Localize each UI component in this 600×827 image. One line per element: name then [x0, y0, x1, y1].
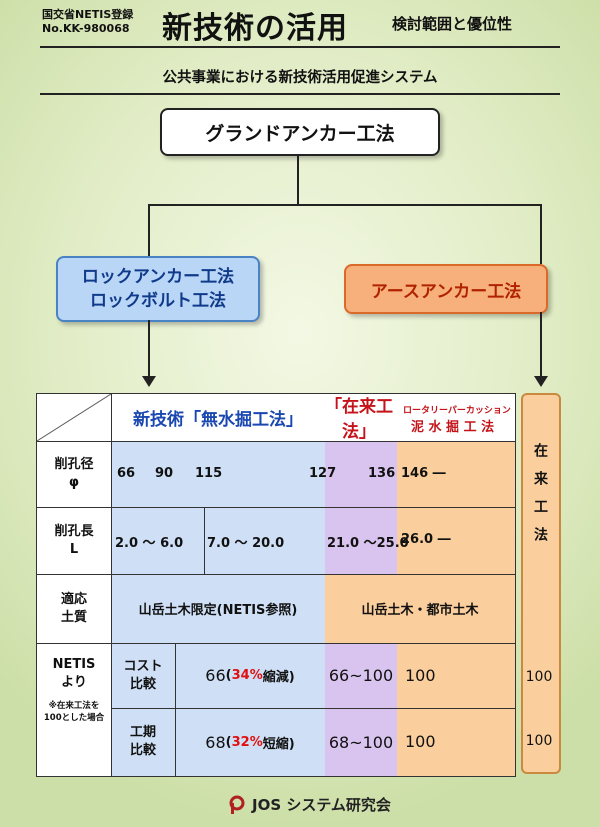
- footer-logo: JOS システム研究会: [228, 794, 391, 815]
- arrow-down-icon: [142, 376, 156, 387]
- grid-line: [204, 507, 205, 574]
- row-label-diameter-symbol: φ: [68, 475, 80, 490]
- length-range-2: 7.0 ～ 20.0: [207, 536, 285, 551]
- diameter-115: 115: [195, 466, 223, 481]
- connector-right: [540, 204, 542, 264]
- root-method-label: グランドアンカー工法: [205, 122, 395, 145]
- header-new-method: 新技術「無水掘工法」: [133, 409, 303, 430]
- earth-method-label: アースアンカー工法: [370, 281, 522, 302]
- page-title: 新技術の活用: [162, 11, 348, 46]
- cost-label-line2: 比較: [129, 676, 156, 692]
- header-rule: [40, 46, 560, 48]
- connector-root: [297, 156, 299, 205]
- period-pct: 32%: [231, 734, 263, 750]
- side-cost-value: 100: [525, 669, 553, 685]
- header-diagonal: [37, 394, 111, 441]
- comparison-table: 新技術「無水掘工法」 「在来工法」 ロータリーパーカッション 泥 水 掘 工 法…: [36, 393, 516, 777]
- jos-logo-icon: [229, 795, 245, 814]
- arrow-down-icon: [534, 376, 548, 387]
- row-label-soil-line2: 土質: [60, 609, 87, 625]
- period-value: 68: [205, 732, 226, 752]
- period-label-line1: 工期: [129, 725, 156, 740]
- row-label-length: 削孔長 L: [37, 507, 111, 574]
- period-suffix: 短縮): [262, 736, 295, 752]
- cost-value: 66: [205, 666, 226, 685]
- length-range-3: 21.0 ～25.0: [327, 536, 409, 551]
- diameter-146: 146 ―: [401, 466, 446, 481]
- cost-new: 66 (34%縮減): [205, 666, 295, 685]
- period-conv: 100: [405, 732, 436, 751]
- grid-line: [37, 643, 515, 644]
- length-range-4: 26.0 ―: [401, 532, 451, 547]
- cost-range: 66~100: [328, 666, 394, 685]
- cost-pct: 34%: [231, 668, 263, 683]
- cost-label-line1: コスト: [123, 658, 163, 674]
- cost-suffix: 縮減): [262, 670, 295, 685]
- row-label-diameter-name: 削孔径: [54, 457, 94, 472]
- period-new: 68 (32%短縮): [205, 732, 295, 752]
- grid-line: [111, 708, 515, 709]
- rock-method-box: ロックアンカー工法 ロックボルト工法: [56, 256, 260, 322]
- conventional-side-column: [521, 393, 561, 774]
- row-label-length-name: 削孔長: [54, 523, 94, 539]
- connector-branch: [148, 204, 542, 206]
- root-method-box: グランドアンカー工法: [160, 108, 440, 156]
- diameter-90: 90: [155, 466, 174, 481]
- period-label-line2: 比較: [129, 743, 156, 758]
- diameter-136: 136: [368, 466, 396, 481]
- soil-conv-bg: [325, 574, 515, 643]
- row-label-soil-line1: 適応: [60, 591, 87, 607]
- diameter-127: 127: [309, 466, 337, 481]
- rock-bolt-label: ロックボルト工法: [90, 291, 226, 311]
- header-mud: 泥 水 掘 工 法: [411, 420, 495, 435]
- netis-note: ※在来工法を100とした場合: [43, 701, 105, 723]
- system-rule: [40, 93, 560, 95]
- grid-line: [37, 574, 515, 575]
- arrow-left-shaft: [148, 320, 150, 378]
- grid-line: [37, 441, 515, 442]
- cost-conv: 100: [405, 666, 436, 685]
- period-range: 68~100: [328, 732, 394, 752]
- netis-registry-label: 国交省NETIS登録: [42, 8, 134, 21]
- connector-left: [148, 204, 150, 256]
- soil-new: 山岳土木限定(NETIS参照): [138, 603, 298, 618]
- row-label-soil: 適応 土質: [37, 574, 111, 643]
- earth-method-box: アースアンカー工法: [344, 264, 548, 314]
- arrow-right-shaft: [540, 312, 542, 378]
- grid-line: [175, 643, 176, 776]
- system-title: 公共事業における新技術活用促進システム: [162, 70, 438, 86]
- period-label: 工期 比較: [111, 708, 175, 776]
- length-range-1: 2.0 ～ 6.0: [115, 536, 184, 551]
- page-subtitle: 検討範囲と優位性: [392, 15, 513, 33]
- row-label-netis: NETIS より: [37, 656, 111, 692]
- footer-logo-text: JOS システム研究会: [252, 796, 391, 814]
- grid-line: [111, 394, 112, 776]
- diameter-66: 66: [117, 466, 136, 481]
- soil-conv: 山岳土木・都市土木: [361, 603, 479, 618]
- header-conventional: 「在来工法」: [325, 397, 393, 442]
- row-label-length-symbol: L: [69, 541, 79, 557]
- header-rotary: ロータリーパーカッション: [403, 406, 511, 416]
- row-label-netis-line2: より: [61, 675, 87, 690]
- rock-anchor-label: ロックアンカー工法: [81, 267, 235, 287]
- row-label-diameter: 削孔径 φ: [37, 441, 111, 507]
- side-period-value: 100: [525, 733, 553, 749]
- grid-line: [37, 507, 515, 508]
- conventional-side-label: 在来工法: [532, 443, 548, 555]
- cost-label: コスト 比較: [111, 643, 175, 708]
- netis-registry-number: No.KK-980068: [42, 22, 130, 35]
- row-label-netis-line1: NETIS: [52, 657, 96, 672]
